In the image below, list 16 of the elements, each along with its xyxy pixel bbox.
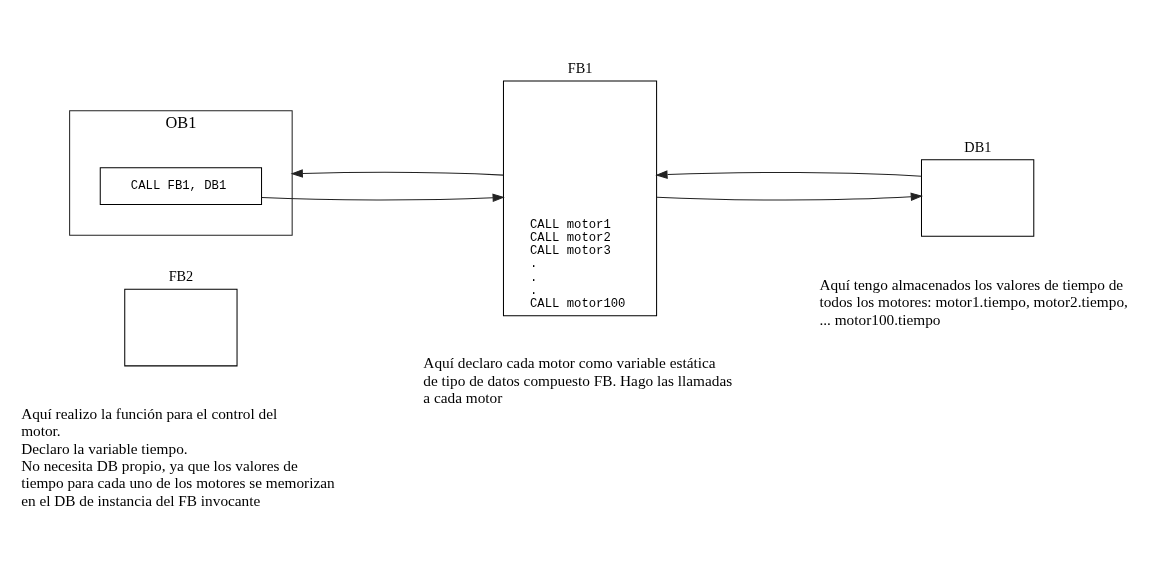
node-label: No necesita DB propio, ya que los valores de tiempo para cada uno de los motores se memorizan en el DB de instancia del FB invocante [21,457,335,509]
arrow [261,193,505,203]
node-box [124,288,238,367]
arrow [656,192,923,202]
node-box: CALL FB1, DB1 [99,167,263,206]
node-label: Aquí declaro cada motor como variable estática de tipo de datos compuesto FB. Hago las llamadas a cada motor [423,354,733,407]
node-label: Declaro la variable tiempo. [21,439,188,457]
node-label: Aquí realizo la función para el control del motor. [21,404,278,440]
node-label: FB2 [168,268,194,285]
arrow [655,170,922,179]
node-label: Aquí tengo almacenados los valores de tiempo de todos los motores: motor1.tiempo, motor2.tiempo, ... motor100.tiempo [819,275,1128,328]
node-box [921,159,1035,237]
node-box: CALL motor1 CALL motor2 CALL motor3 . . . CALL motor100 [502,80,658,317]
node-label: FB1 [567,60,593,77]
arrow [290,169,504,178]
node-label: DB1 [964,138,992,155]
